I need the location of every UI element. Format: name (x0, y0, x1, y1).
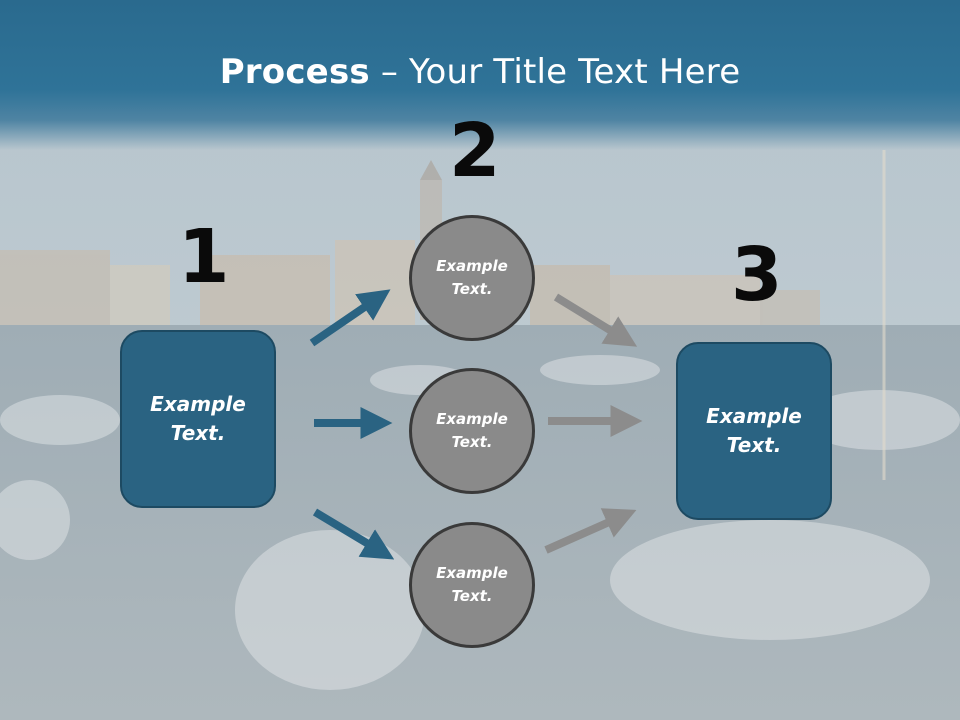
circle-top[interactable]: Example Text. (409, 215, 535, 341)
circle-middle-text: Example Text. (436, 410, 508, 451)
slide-title: Process – Your Title Text Here (0, 52, 960, 92)
arrow-circle3-to-box3 (544, 508, 637, 554)
circle-bottom-text: Example Text. (436, 564, 508, 605)
step-number-3: 3 (731, 232, 783, 318)
arrow-box1-to-circle1 (309, 289, 391, 347)
arrow-box1-to-circle3 (312, 508, 395, 560)
step-3-box[interactable]: Example Text. (676, 342, 832, 520)
circle-bottom[interactable]: Example Text. (409, 522, 535, 648)
step-1-text: Example Text. (150, 392, 246, 445)
title-band (0, 0, 960, 150)
circle-top-text: Example Text. (436, 257, 508, 298)
arrow-circle1-to-box3 (553, 293, 638, 347)
title-rest: – Your Title Text Here (369, 52, 741, 92)
title-bold: Process (219, 52, 370, 92)
step-number-1: 1 (178, 214, 230, 300)
step-number-2: 2 (449, 108, 501, 194)
circle-middle[interactable]: Example Text. (409, 368, 535, 494)
step-1-box[interactable]: Example Text. (120, 330, 276, 508)
step-3-text: Example Text. (706, 404, 802, 457)
